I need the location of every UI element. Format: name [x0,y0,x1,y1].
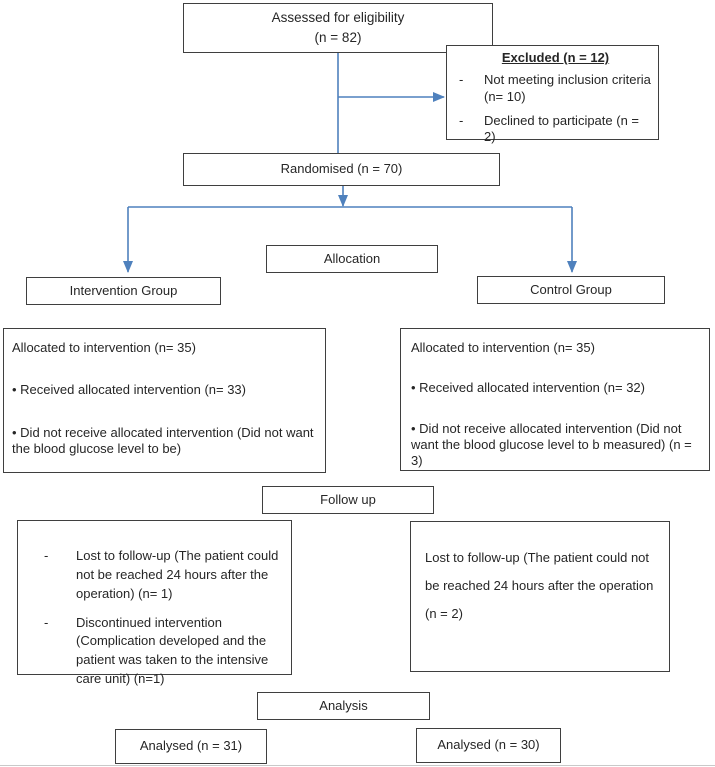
followup-detail-control-box: Lost to follow-up (The patient could not… [410,521,670,672]
dash-marker: - [459,72,464,88]
dash-marker: - [44,614,49,630]
allocation-detail-control-box: Allocated to intervention (n= 35) • Rece… [400,328,710,471]
followup-item-text: Discontinued intervention (Complication … [76,614,269,687]
not-received-line: • Did not receive allocated intervention… [12,424,314,456]
excluded-item-text: Declined to participate (n = 2) [484,112,640,144]
analysed-intervention-label: Analysed (n = 31) [139,738,243,754]
analysed-intervention-box: Analysed (n = 31) [115,729,267,764]
dash-marker: - [459,112,464,128]
assessed-count: (n = 82) [314,30,362,45]
followup-detail-intervention-box: - Lost to follow-up (The patient could n… [17,520,292,686]
assessed-box: Assessed for eligibility (n = 82) [183,3,493,53]
randomised-box: Randomised (n = 70) [183,153,500,186]
dash-marker: - [44,548,49,563]
analysed-control-label: Analysed (n = 30) [437,737,540,753]
intervention-group-box: Intervention Group [26,277,221,305]
excluded-item: - Declined to participate (n = 2) [459,113,652,146]
control-group-box: Control Group [477,276,665,304]
followup-item: - Discontinued intervention (Complicatio… [44,614,283,689]
received-line: • Received allocated intervention (n= 32… [411,380,645,396]
followup-label: Follow up [320,491,376,507]
allocation-detail-intervention-box: Allocated to intervention (n= 35) • Rece… [3,328,326,473]
followup-text: Lost to follow-up (The patient could not… [425,550,654,621]
excluded-item: - Not meeting inclusion criteria (n= 10) [459,72,652,105]
assessed-line1: Assessed for eligibility [271,10,405,26]
received-line: • Received allocated intervention (n= 33… [12,382,246,398]
control-group-label: Control Group [530,281,612,297]
excluded-heading: Excluded (n = 12) [501,50,610,65]
followup-item-text: Lost to follow-up (The patient could not… [76,548,279,601]
allocation-label: Allocation [323,250,381,266]
followup-stage-box: Follow up [262,486,434,514]
followup-item: - Lost to follow-up (The patient could n… [44,547,283,604]
excluded-box: Excluded (n = 12) - Not meeting inclusio… [446,45,659,144]
figure-bottom-rule [0,765,715,766]
excluded-item-text: Not meeting inclusion criteria (n= 10) [484,72,651,104]
allocated-line: Allocated to intervention (n= 35) [12,340,196,355]
allocated-line: Allocated to intervention (n= 35) [411,340,595,355]
not-received-line: • Did not receive allocated intervention… [411,420,692,469]
analysis-label: Analysis [319,697,368,713]
randomised-label: Randomised (n = 70) [280,161,403,177]
analysis-stage-box: Analysis [257,692,430,720]
allocation-stage-box: Allocation [266,245,438,273]
intervention-group-label: Intervention Group [69,282,178,298]
analysed-control-box: Analysed (n = 30) [416,728,561,763]
